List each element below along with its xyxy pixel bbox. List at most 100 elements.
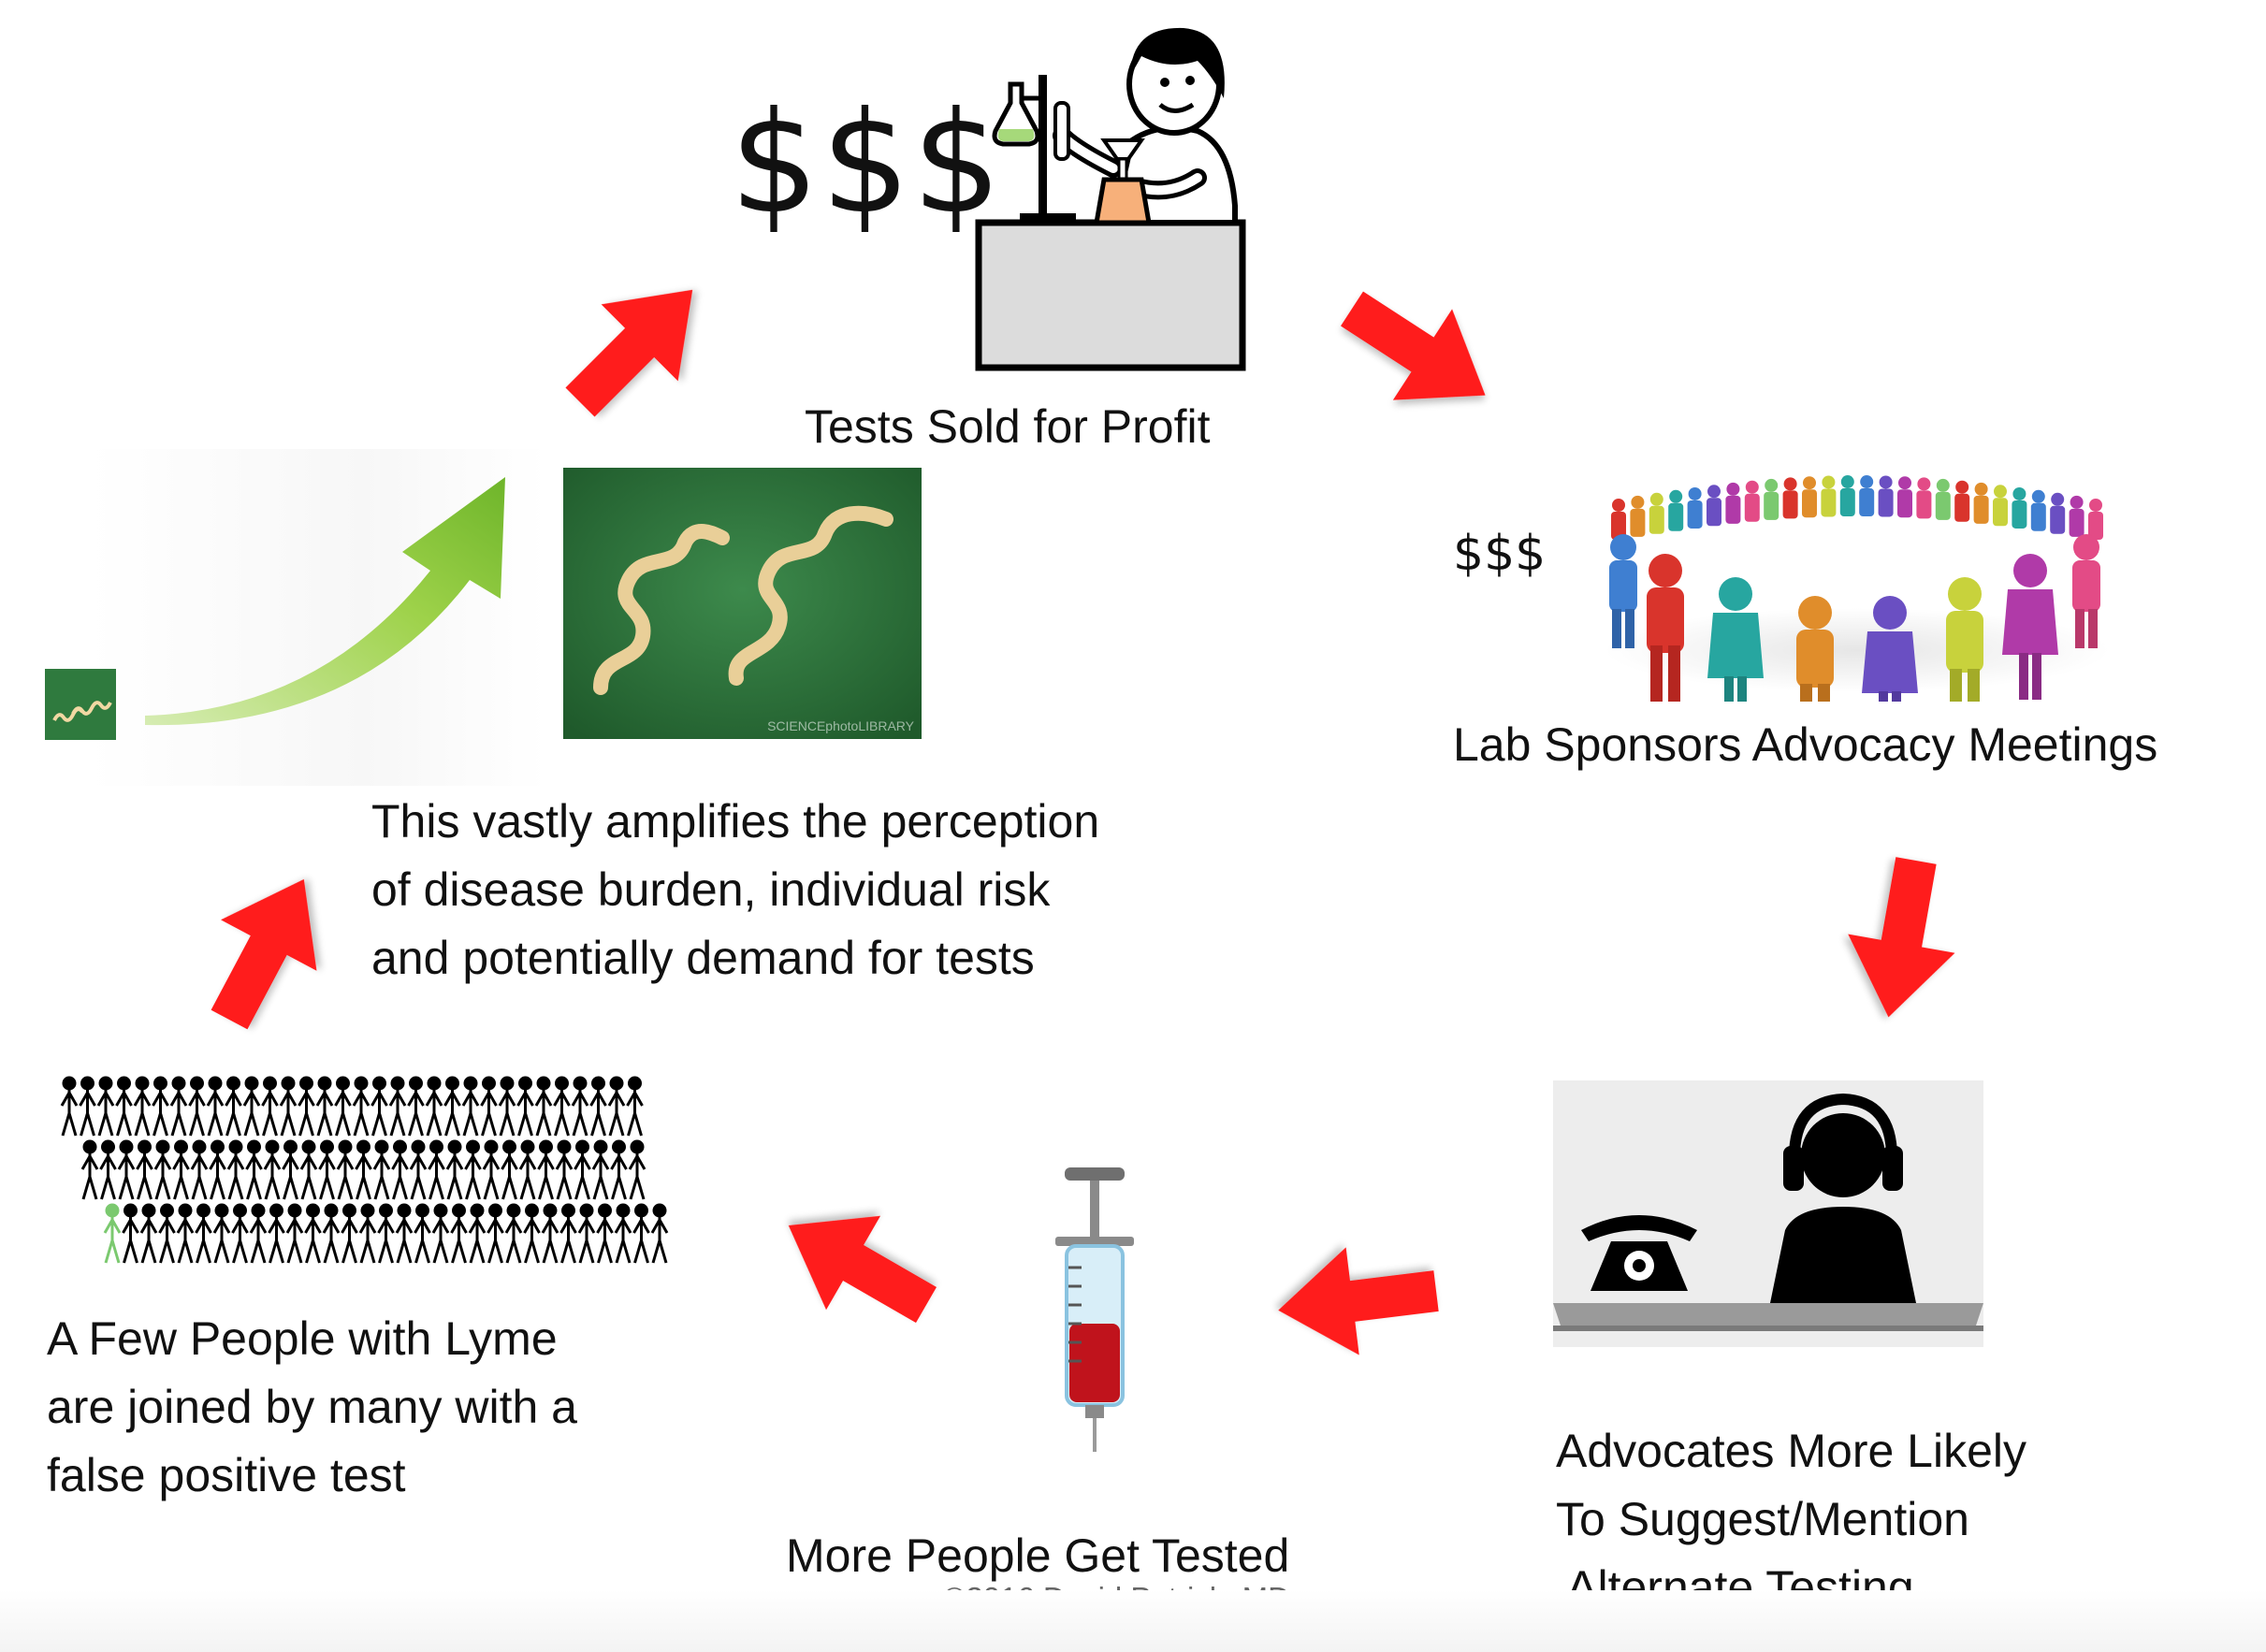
syringe-icon (1055, 1167, 1134, 1452)
stick-figure (176, 1203, 195, 1264)
back-row-person (1973, 482, 1989, 524)
stick-figure (279, 1076, 298, 1137)
stick-figure (103, 1203, 122, 1264)
back-row-person (1782, 477, 1798, 519)
stick-figure (226, 1139, 245, 1200)
stick-figure (574, 1139, 591, 1200)
stick-figure (285, 1203, 304, 1264)
back-row-person (1878, 475, 1894, 517)
stick-figure (341, 1203, 358, 1264)
stick-figure (158, 1203, 176, 1264)
stick-figure (377, 1203, 395, 1264)
back-row-person (1668, 489, 1684, 531)
back-row-person (1707, 485, 1721, 527)
stick-figure (304, 1203, 322, 1264)
stick-figure (480, 1076, 498, 1137)
stick-figure (650, 1203, 669, 1264)
stick-figure (431, 1203, 450, 1264)
stick-figure (282, 1139, 299, 1200)
stick-figure (388, 1076, 407, 1137)
sponsor-dollars: $$$ (1453, 526, 1547, 582)
bacteria-photo: SCIENCEphotoLIBRARY (563, 468, 922, 739)
amplify-line-3: and potentially demand for tests (371, 932, 1035, 984)
back-row-person (2069, 495, 2084, 537)
stick-figure (60, 1076, 79, 1137)
arrow-to-meetings (1322, 263, 1516, 442)
stick-figure (632, 1203, 650, 1264)
back-row-person (1954, 480, 1970, 522)
stick-figure (395, 1203, 414, 1264)
stick-figure (450, 1203, 468, 1264)
back-row-person (2012, 486, 2027, 529)
stick-figure (504, 1203, 523, 1264)
stick-figure (169, 1076, 188, 1137)
arrow-to-advocates (1835, 850, 1970, 1027)
stick-figure (299, 1139, 318, 1200)
stick-figure (414, 1203, 431, 1264)
stick-figure (407, 1076, 425, 1137)
back-row-person (1649, 492, 1664, 534)
stick-figure (358, 1203, 377, 1264)
stick-figure (225, 1076, 242, 1137)
bottom-band (0, 1590, 2266, 1652)
back-row-person (1725, 482, 1741, 524)
spirochete-image (563, 468, 922, 739)
back-row-person (1821, 475, 1837, 517)
stick-figure (516, 1076, 534, 1137)
stick-figure (298, 1076, 315, 1137)
crowd-line-3: false positive test (47, 1449, 406, 1501)
stick-figure (209, 1139, 226, 1200)
crowd-caption: A Few People with Lyme are joined by man… (47, 1305, 577, 1510)
stick-figure (391, 1139, 409, 1200)
crowd-line-1: A Few People with Lyme (47, 1312, 558, 1365)
stick-figure (468, 1203, 487, 1264)
back-row-person (1859, 475, 1875, 517)
stick-figure (242, 1076, 261, 1137)
stick-figure (122, 1203, 139, 1264)
back-row-person (1935, 478, 1951, 520)
stick-figure (591, 1139, 610, 1200)
back-row-person (1764, 478, 1779, 520)
stick-figure (461, 1076, 480, 1137)
stick-figure (596, 1203, 614, 1264)
stick-figure (152, 1076, 169, 1137)
stick-figure (370, 1076, 388, 1137)
people-circle-icon (1605, 475, 2110, 702)
advocate-line-1: Advocates More Likely (1556, 1425, 2027, 1477)
back-row-person (1687, 486, 1703, 529)
stick-figure (541, 1203, 559, 1264)
stick-figure (115, 1076, 133, 1137)
advocate-line-2: To Suggest/Mention (1556, 1493, 1969, 1545)
stick-figure (372, 1139, 391, 1200)
amplify-caption: This vastly amplifies the perception of … (371, 788, 1099, 993)
stick-figure (425, 1076, 443, 1137)
stick-figure (501, 1139, 518, 1200)
stick-figure (355, 1139, 372, 1200)
stick-figure (133, 1076, 152, 1137)
stick-figure (428, 1139, 445, 1200)
stick-figure (336, 1139, 355, 1200)
arrow-to-profit (541, 251, 732, 442)
stick-figure (559, 1203, 577, 1264)
stick-figure (445, 1139, 464, 1200)
back-row-person (2050, 492, 2066, 534)
arrow-to-crowd (761, 1178, 953, 1353)
stick-figure (334, 1076, 352, 1137)
back-row-person (1630, 495, 1646, 537)
stick-figure (577, 1203, 596, 1264)
stick-figure (553, 1076, 571, 1137)
stick-figure (589, 1076, 607, 1137)
stick-figure (537, 1139, 555, 1200)
stick-figure (523, 1203, 541, 1264)
back-row-person (2088, 499, 2103, 540)
back-row-person (1993, 485, 2008, 527)
crowd-stick-figures-icon (60, 1076, 669, 1264)
lab-scientist-icon (975, 27, 1246, 371)
stick-figure (190, 1139, 209, 1200)
stick-figure (96, 1076, 115, 1137)
stick-figure (614, 1203, 632, 1264)
crowd-line-2: are joined by many with a (47, 1381, 577, 1433)
stick-figure (628, 1139, 646, 1200)
back-row-person (2030, 489, 2046, 531)
stick-figure (80, 1139, 99, 1200)
